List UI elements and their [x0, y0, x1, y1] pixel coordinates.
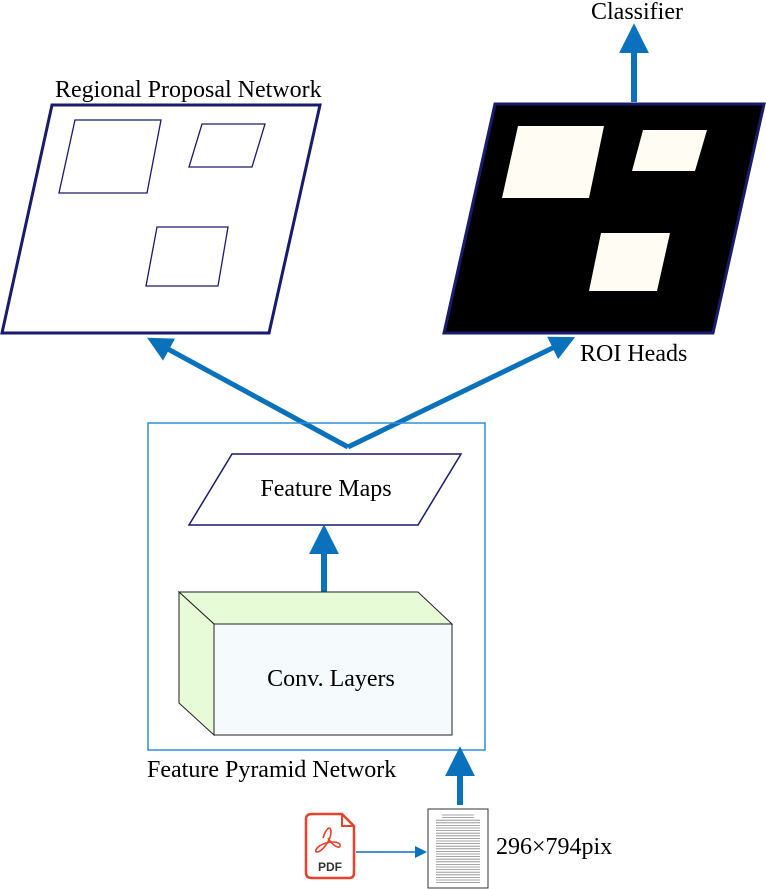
fpn-label: Feature Pyramid Network: [147, 757, 396, 783]
input-size-label: 296×794pix: [496, 834, 612, 860]
roi-box: [589, 233, 670, 291]
conv-layers-block: [177, 590, 454, 737]
roi-heads-plane: [442, 102, 766, 335]
document-page-icon: [427, 808, 489, 889]
rpn-label: Regional Proposal Network: [55, 77, 322, 103]
classifier-label: Classifier: [591, 0, 683, 25]
roi-box: [502, 126, 604, 198]
rpn-plane: [0, 103, 322, 335]
rpn-arrow: [147, 337, 350, 450]
pdf-icon-text: PDF: [318, 860, 342, 874]
conv-layers-label: Conv. Layers: [267, 666, 395, 692]
pdf-file-icon: PDF: [304, 812, 356, 880]
conv-top-face: [177, 591, 454, 625]
fpn-box: [147, 422, 486, 751]
feature-maps-shape: [187, 453, 463, 526]
roi-heads-label: ROI Heads: [580, 341, 687, 367]
conv-front-face: [213, 623, 453, 736]
rpn-proposal-box: [145, 226, 229, 287]
roi-box: [632, 130, 707, 171]
rpn-proposal-box: [188, 123, 266, 168]
feature-maps-label: Feature Maps: [260, 476, 391, 502]
rpn-proposal-box: [58, 119, 162, 194]
roi-arrow: [346, 336, 576, 450]
